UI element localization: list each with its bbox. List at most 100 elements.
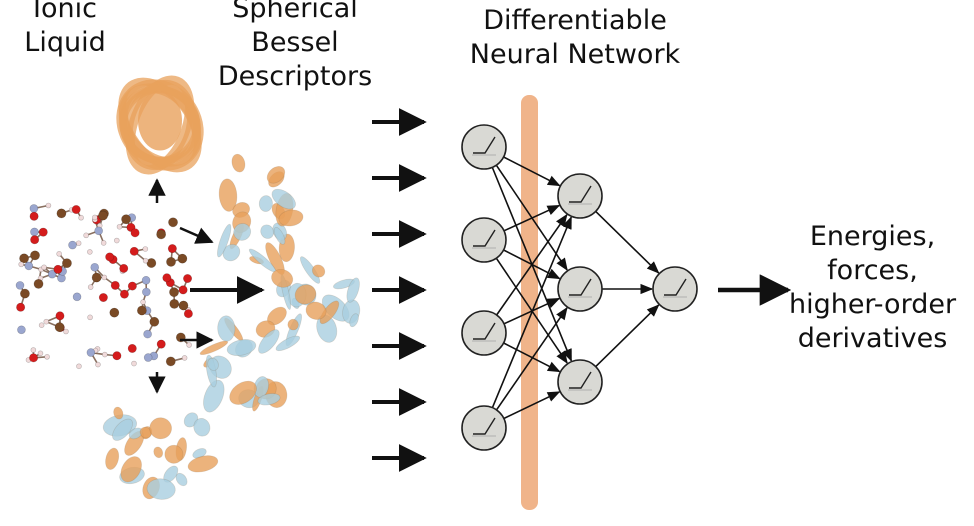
node-circle [652,266,698,312]
atom-oxygen [183,309,193,319]
neural-network-label: Differentiable Neural Network [455,4,695,72]
nn-label-line-2: Neural Network [469,39,681,70]
atom-nitrogen [68,240,77,250]
network-edge [495,213,568,316]
atom-hydrogen [56,251,62,257]
atom-hydrogen [75,240,82,247]
atom-carbon [136,305,147,316]
node-circle [461,310,507,356]
network-node [461,217,507,263]
atom-carbon [54,322,65,332]
descriptor-lobe [229,380,257,405]
descriptor-lobe [266,166,286,184]
atom-carbon [156,229,167,240]
relu-icon [473,417,496,435]
atom-hydrogen [63,328,69,335]
atom-nitrogen [94,226,103,236]
atom-carbon [62,258,72,269]
relu-icon [664,278,687,296]
atom-nitrogen [141,275,151,285]
out-label-line-4: derivatives [797,323,948,354]
descriptor-ring [124,79,196,171]
descriptor-lobe [258,195,273,212]
bessel-label-line-2: Bessel [251,27,339,58]
atom-hydrogen [140,299,146,305]
atom-oxygen [38,227,48,237]
molecule-arrow [179,226,214,244]
atom-carbon [30,250,40,261]
network-node [557,359,603,405]
descriptor-top [116,75,204,175]
atom-hydrogen [186,342,192,348]
descriptor-lobe [149,417,172,440]
atom-nitrogen [86,348,96,357]
descriptor-lobe [105,447,120,470]
atom-hydrogen [92,214,98,221]
descriptor-lobe [207,357,219,371]
atom-oxygen [105,252,115,262]
atom-hydrogen [131,360,137,367]
out-label-line-1: Energies, [809,221,936,252]
atom-carbon [20,288,30,299]
atom-hydrogen [45,202,52,209]
atom-hydrogen [100,240,107,246]
atom-carbon [169,287,179,298]
network-edge [495,306,568,411]
atom-hydrogen [78,214,84,221]
node-circle [461,405,507,451]
outputs-label: Energies, forces, higher-order derivativ… [775,220,970,356]
relu-icon [569,185,592,203]
descriptor-lobe [258,329,280,354]
node-circle [461,217,507,263]
atom-nitrogen [90,262,100,272]
atom-hydrogen [44,354,50,360]
atom-oxygen [98,293,108,303]
descriptor-middle [267,256,361,347]
atom-hydrogen [30,347,37,353]
descriptor-lobe [199,340,229,356]
descriptor-lobe [271,269,294,288]
atom-carbon [178,300,189,311]
descriptor-lobe [311,264,326,278]
network-node [652,266,698,312]
atom-oxygen [30,235,40,245]
descriptor-ring [119,86,201,164]
atom-oxygen [29,353,39,363]
molecule-to-descriptor-arrows [148,178,265,394]
descriptor-lobe [138,91,182,151]
atom-carbon [177,253,188,264]
network-edge [503,391,561,420]
network-node [461,124,507,170]
atom-carbon [98,210,108,221]
descriptor-lobe [175,472,188,487]
atom-oxygen [112,351,122,361]
descriptor-lobe [271,188,296,210]
descriptor-ring [125,75,195,175]
descriptor-lobe [294,284,317,305]
descriptor-lobe [203,379,225,413]
descriptor-lobe [349,313,359,328]
node-circle [557,266,603,312]
ionic-label-line-1: Ionic [33,0,97,24]
network-edges [491,156,660,420]
atom-nitrogen [30,227,39,237]
descriptor-lobe [275,335,301,352]
atom-nitrogen [17,325,26,335]
descriptor-lobe [120,456,142,483]
atom-oxygen [129,246,139,256]
atom-oxygen [119,263,129,273]
descriptor-lobe [346,277,360,303]
atom-oxygen [156,339,166,349]
differentiable-barrier [521,95,538,510]
atom-oxygen [127,343,137,353]
relu-icon [473,136,496,154]
atom-carbon [149,316,160,327]
atom-hydrogen [101,274,108,281]
atom-oxygen [167,244,177,254]
descriptor-lobe [273,226,286,245]
bessel-label-line-3: Descriptors [217,61,373,92]
atom-carbon [33,278,44,289]
network-edge [503,156,561,187]
network-edge [595,304,660,368]
